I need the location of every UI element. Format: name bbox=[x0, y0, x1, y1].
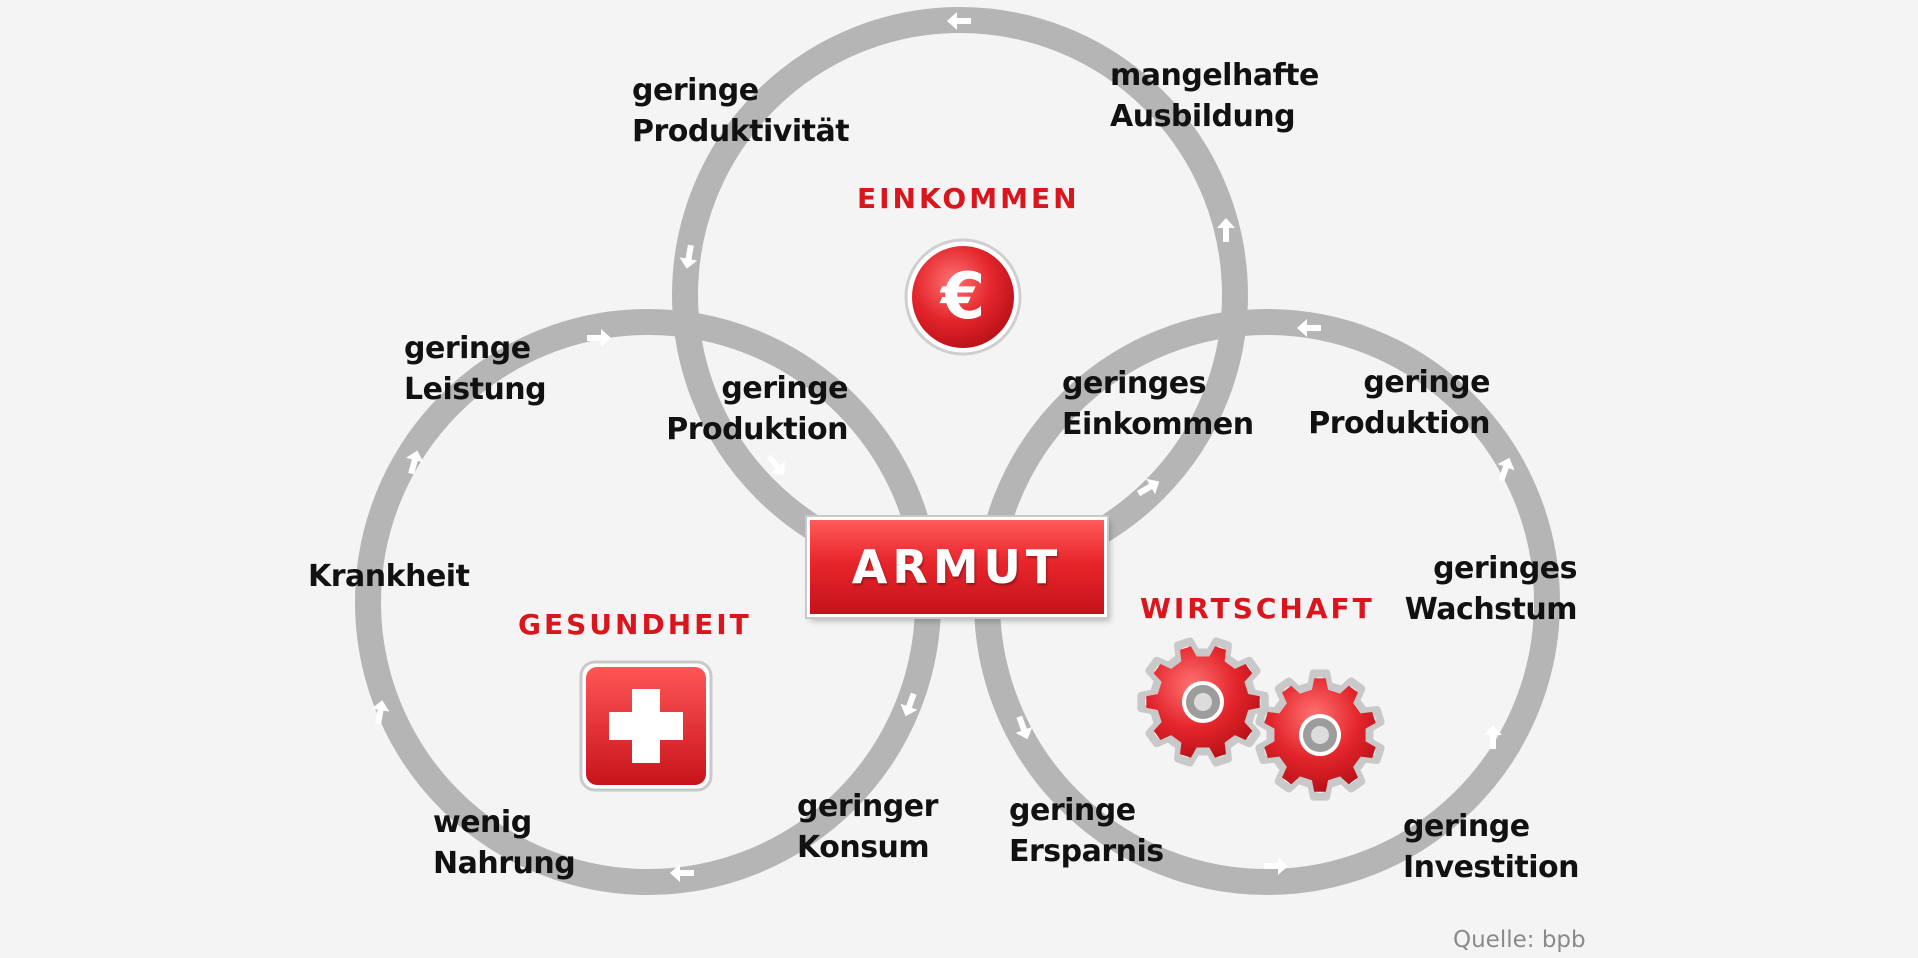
cycle-arrow-icon bbox=[766, 454, 785, 475]
cycle-arrow-icon bbox=[900, 692, 918, 717]
cycle-arrow-icon bbox=[1264, 857, 1288, 875]
cycle-arrow-icon bbox=[947, 12, 971, 30]
cycle-arrow-icon bbox=[1136, 478, 1160, 497]
cycle-arrow-icon bbox=[1015, 715, 1033, 740]
cycle-arrow-icon bbox=[1297, 319, 1321, 337]
cycle-arrow-icon bbox=[1217, 218, 1235, 242]
cycle-arrow-icon bbox=[1484, 725, 1502, 749]
center-label: ARMUT bbox=[851, 540, 1063, 594]
gears-icon bbox=[1137, 637, 1385, 801]
cycle-arrow-icon bbox=[1497, 457, 1515, 482]
label-krankheit: Krankheit bbox=[308, 559, 470, 594]
medical-cross-icon bbox=[579, 660, 713, 792]
euro-icon: € bbox=[904, 238, 1022, 356]
cycle-arrow-icon bbox=[587, 329, 611, 347]
source-credit: Quelle: bpb bbox=[1453, 927, 1586, 953]
cycle-arrow-icon bbox=[406, 450, 424, 475]
cycle-arrow-icon bbox=[679, 244, 698, 269]
category-wirtschaft: WIRTSCHAFT bbox=[1140, 592, 1375, 625]
cycle-arrows bbox=[371, 12, 1515, 882]
center-armut-box: ARMUT bbox=[807, 517, 1107, 617]
svg-text:€: € bbox=[939, 260, 986, 334]
category-einkommen: EINKOMMEN bbox=[857, 182, 1080, 215]
gear-left-icon bbox=[1137, 637, 1269, 767]
cycle-arrow-icon bbox=[670, 864, 694, 882]
gear-right-icon bbox=[1255, 669, 1385, 801]
category-gesundheit: GESUNDHEIT bbox=[518, 608, 752, 641]
cycle-arrow-icon bbox=[371, 700, 390, 725]
